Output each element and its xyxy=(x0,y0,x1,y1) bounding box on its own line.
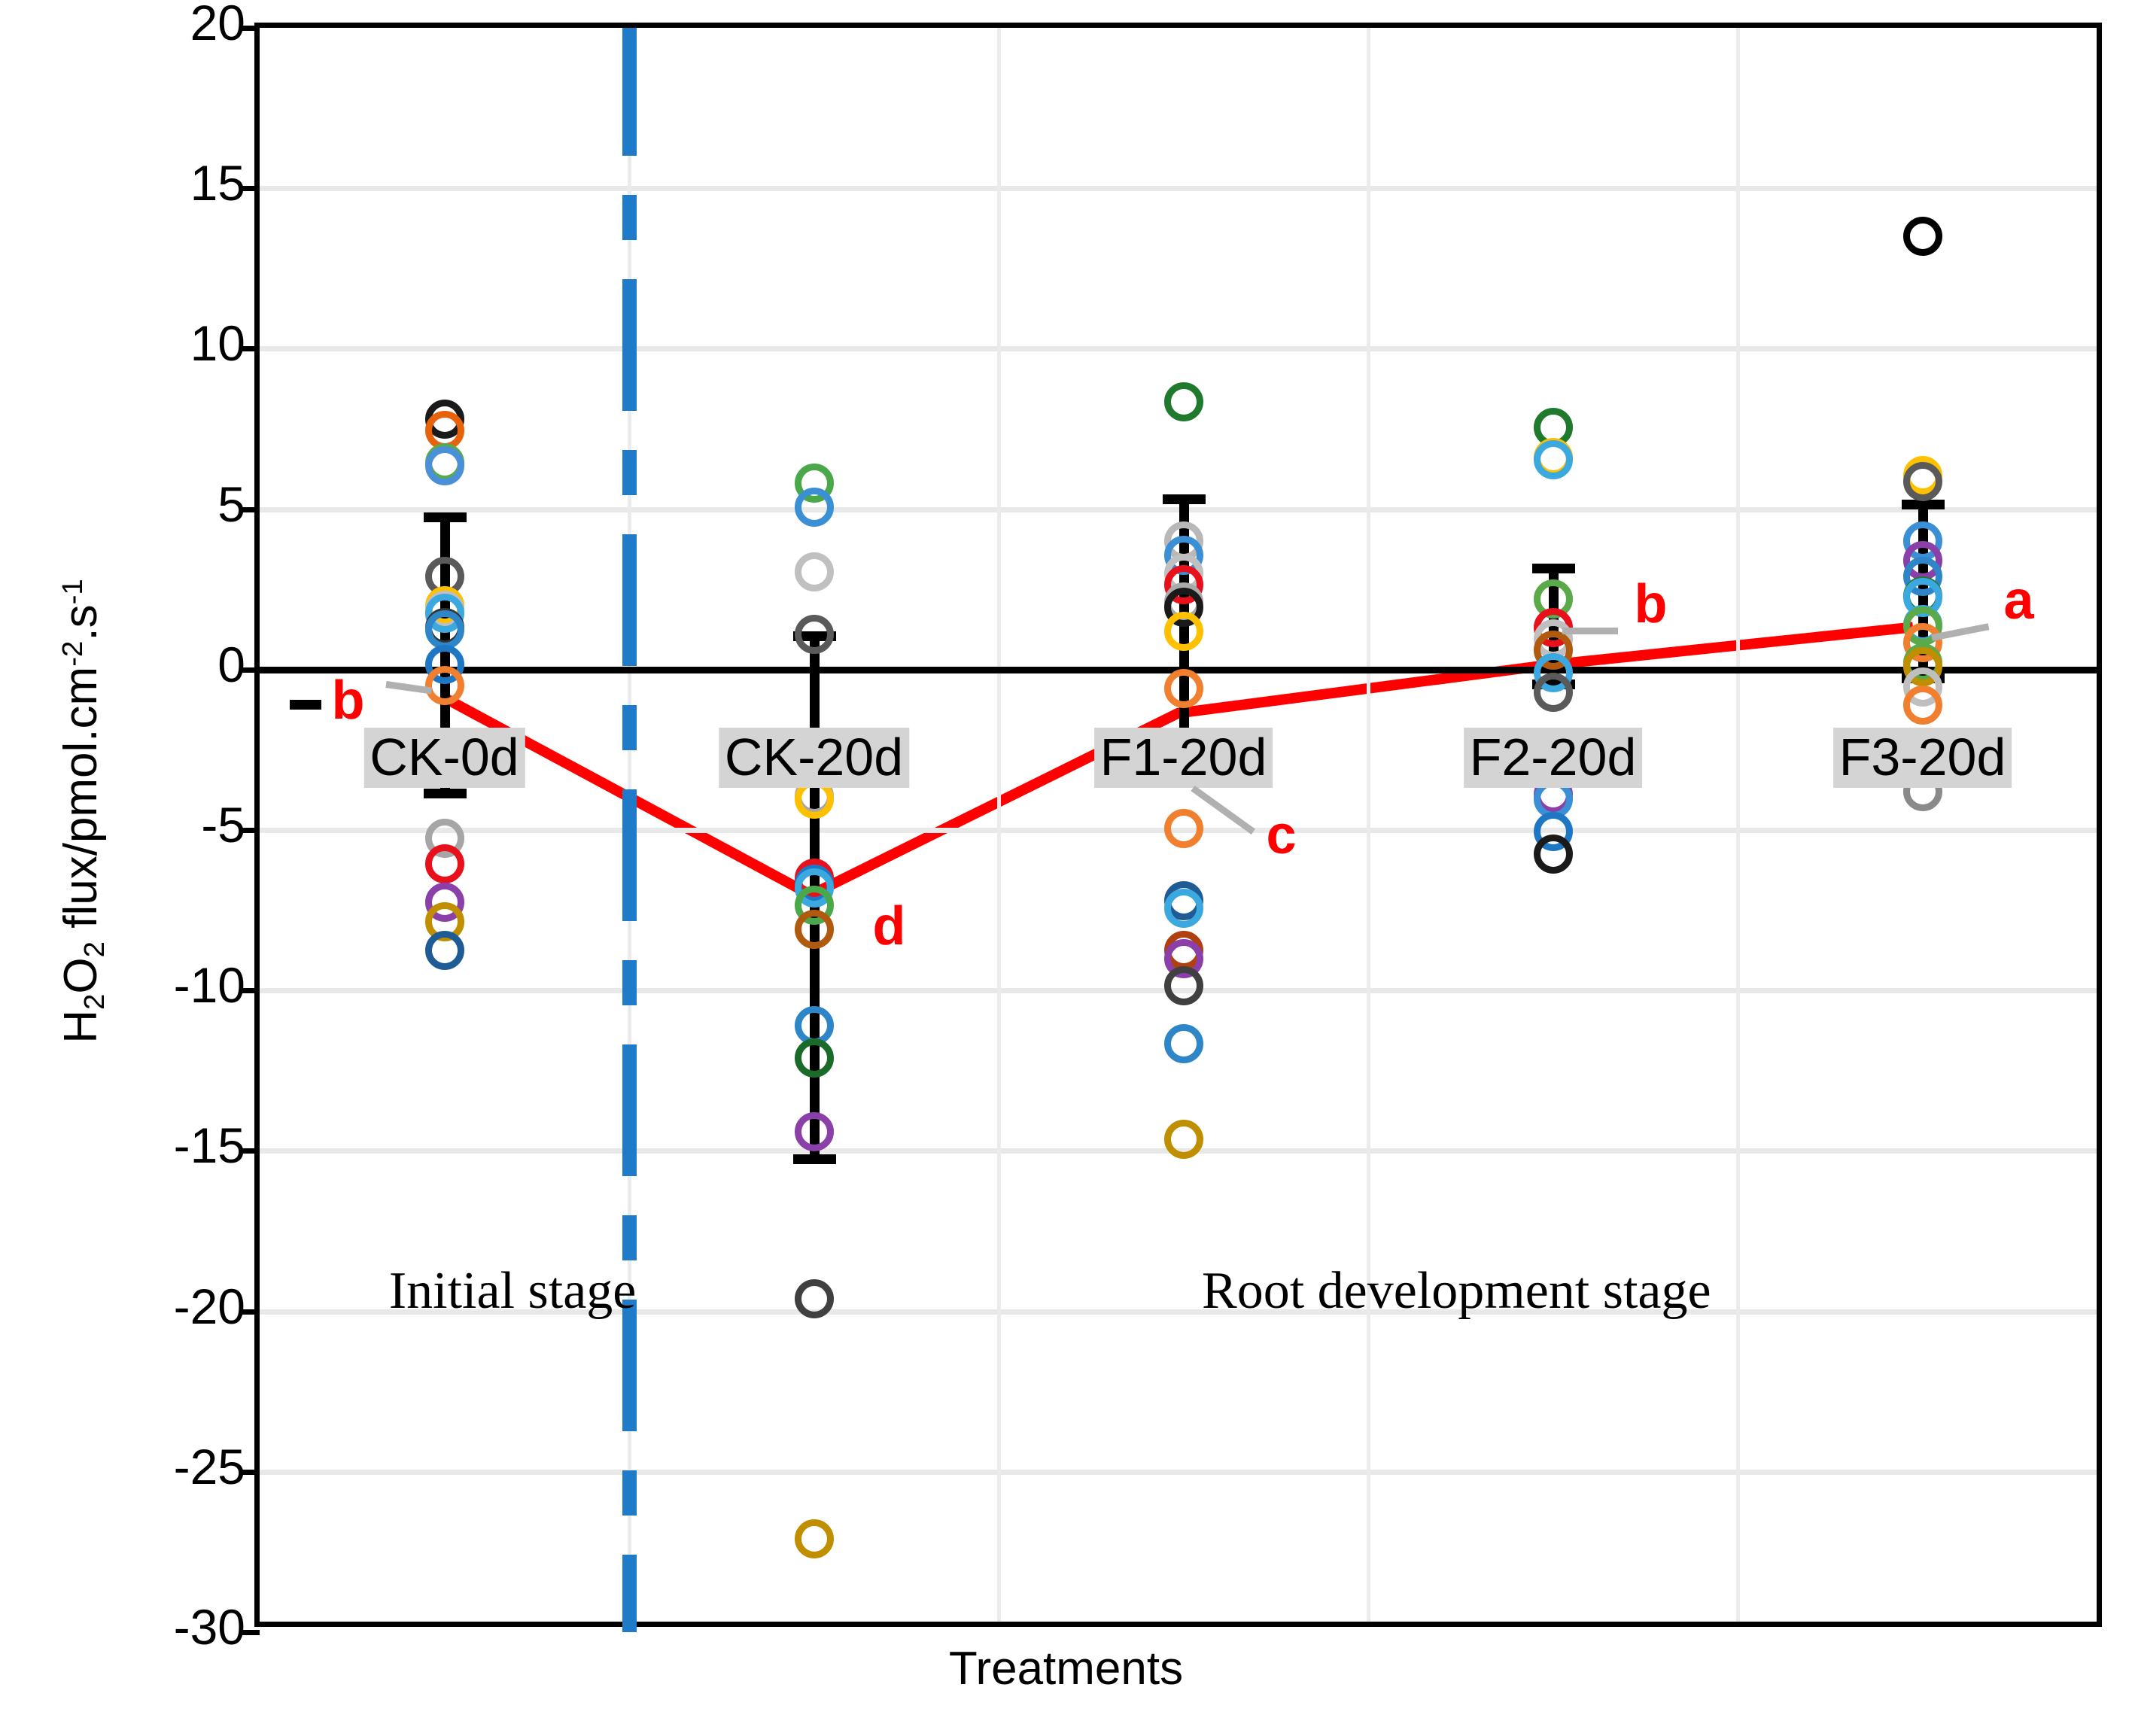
data-point-marker xyxy=(794,1519,834,1559)
error-bar-cap xyxy=(1901,499,1945,509)
category-label-ck-20d: CK-20d xyxy=(718,728,910,789)
y-gridline xyxy=(260,186,2097,192)
y-gridline xyxy=(260,346,2097,352)
significance-letter-ck-0d: b xyxy=(331,670,365,731)
data-point-marker xyxy=(1163,1023,1203,1063)
data-point-marker xyxy=(424,610,464,649)
y-gridline xyxy=(260,1469,2097,1475)
error-bar-cap xyxy=(423,512,467,522)
category-label-ck-0d: CK-0d xyxy=(363,728,525,789)
data-point-marker xyxy=(1163,1120,1203,1160)
y-axis-tick-mark xyxy=(240,506,260,512)
x-axis-title: Treatments xyxy=(948,1643,1184,1695)
y-gridline xyxy=(260,1309,2097,1315)
significance-letter-f3-20d: a xyxy=(2003,570,2034,631)
y-axis-tick-mark xyxy=(240,346,260,352)
data-point-marker xyxy=(794,488,834,527)
y-axis-tick-mark xyxy=(240,186,260,192)
data-point-marker xyxy=(1902,685,1942,725)
data-point-marker xyxy=(794,1278,834,1318)
data-point-marker xyxy=(424,446,464,486)
significance-letter-f2-20d: b xyxy=(1634,573,1668,634)
error-bar-cap xyxy=(423,789,467,799)
error-bar-cap xyxy=(792,1154,836,1165)
y-axis-tick-mark xyxy=(240,26,260,31)
data-point-marker xyxy=(424,666,464,706)
y-axis-tick-label: -25 xyxy=(173,1438,245,1494)
data-point-marker xyxy=(1533,834,1573,874)
data-point-marker xyxy=(1533,672,1573,712)
plot-area: 20 15 10 5 0 -5 -10 -15 -20 -25 -30 CK-0d CK-20d F1-2… xyxy=(174,0,2102,1652)
data-point-marker xyxy=(794,614,834,654)
data-point-marker xyxy=(1163,965,1203,1005)
data-point-marker xyxy=(1163,889,1203,929)
y-axis-tick-label: -20 xyxy=(173,1278,245,1334)
x-gridline xyxy=(997,28,1001,1622)
y-axis-tick-label: 0 xyxy=(217,636,245,692)
y-axis-tick-mark xyxy=(240,1469,260,1475)
data-point-marker xyxy=(1533,439,1573,479)
error-bar-cap xyxy=(1531,564,1575,574)
y-axis-tick-label: 5 xyxy=(217,476,245,532)
data-point-marker xyxy=(424,930,464,970)
stage-annotation-root-development: Root development stage xyxy=(1202,1261,1711,1320)
y-axis-tick-mark xyxy=(240,667,260,673)
x-gridline xyxy=(1736,28,1740,1622)
significance-leader-line xyxy=(1562,628,1618,635)
y-axis-tick-label: 10 xyxy=(190,315,245,372)
significance-letter-f1-20d: c xyxy=(1266,804,1297,865)
data-point-marker xyxy=(794,1038,834,1078)
y-axis-tick-mark xyxy=(240,828,260,833)
data-point-marker xyxy=(1902,462,1942,502)
y-axis-tick-mark xyxy=(240,1630,260,1635)
category-label-f1-20d: F1-20d xyxy=(1093,728,1273,789)
y-axis-tick-label: 15 xyxy=(190,155,245,211)
category-label-f2-20d: F2-20d xyxy=(1463,728,1643,789)
significance-letter-ck-20d: d xyxy=(872,896,906,957)
y-axis-tick-label: -10 xyxy=(173,957,245,1014)
data-point-marker xyxy=(1163,382,1203,421)
y-axis-tick-label: -15 xyxy=(173,1117,245,1174)
data-point-marker xyxy=(1163,808,1203,848)
y-axis-tick-mark xyxy=(240,1148,260,1154)
data-point-marker xyxy=(424,844,464,883)
y-axis-tick-mark xyxy=(240,988,260,994)
error-bar-cap xyxy=(1162,494,1206,505)
data-point-marker xyxy=(1902,217,1942,257)
y-axis-tick-label: -5 xyxy=(201,797,245,853)
significance-dash xyxy=(289,699,321,710)
x-gridline xyxy=(1367,28,1370,1622)
stage-annotation-initial: Initial stage xyxy=(388,1261,637,1320)
stage-separator-line xyxy=(622,28,637,1632)
data-point-marker xyxy=(794,1111,834,1151)
data-point-marker xyxy=(794,910,834,950)
significance-leader-line xyxy=(385,680,432,695)
y-gridline xyxy=(260,506,2097,512)
data-point-marker xyxy=(794,552,834,591)
y-axis-tick-label: -30 xyxy=(173,1599,245,1655)
data-point-marker xyxy=(1163,611,1203,651)
data-point-marker xyxy=(1163,669,1203,709)
y-axis-tick-mark xyxy=(240,1309,260,1315)
y-axis-tick-label: 20 xyxy=(190,0,245,50)
category-label-f3-20d: F3-20d xyxy=(1832,728,2012,789)
